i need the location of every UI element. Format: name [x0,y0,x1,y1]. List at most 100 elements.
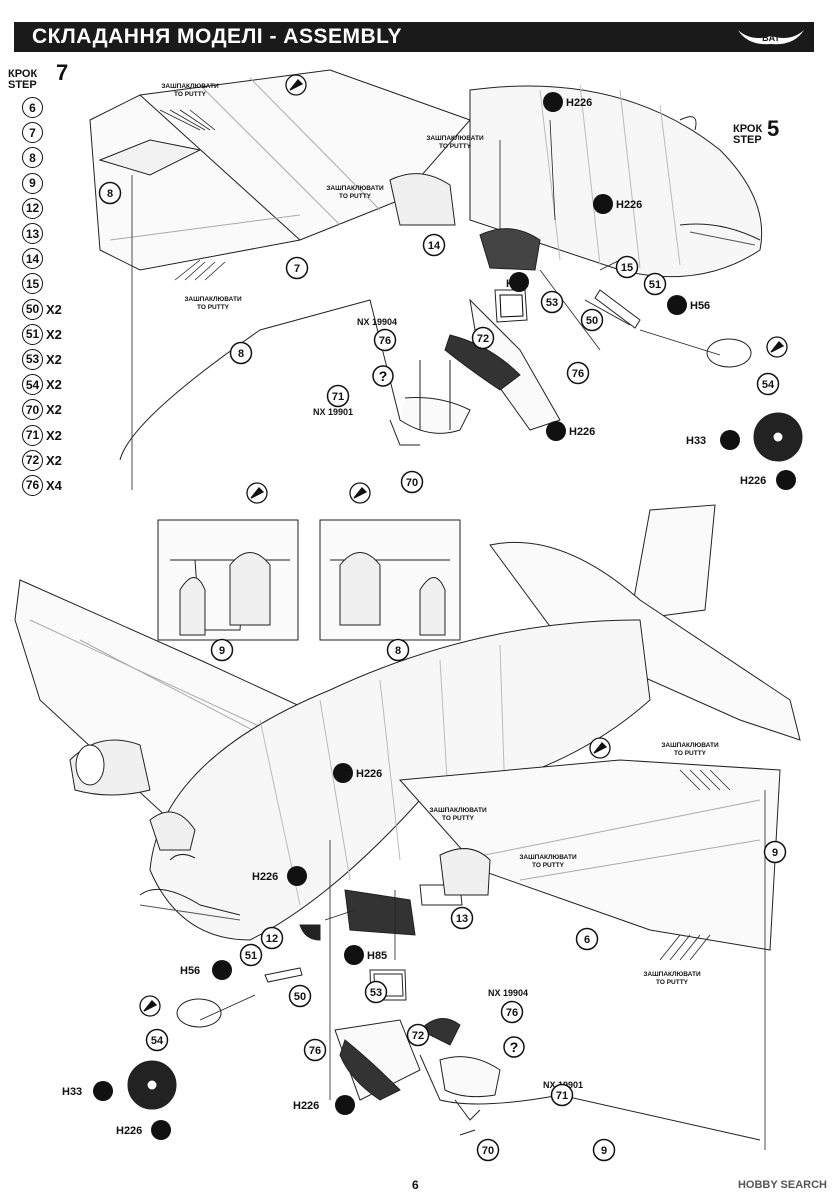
putty-label-ua: ЗАШПАКЛЮВАТИ [519,854,577,861]
part-callout: 76 [500,1000,524,1024]
putty-label-ua: ЗАШПАКЛЮВАТИ [429,807,487,814]
part-callout: 71 [326,384,350,408]
putty-label-en: TO PUTTY [439,143,472,150]
part-number-circle: 14 [22,248,43,270]
paint-markers: H226 H226 H85 H56 H226 H33 H226 H226 H22… [62,92,796,1140]
part-callout: 72 [406,1023,430,1047]
part-callout: 53 [540,290,564,314]
paint-h33: H33 [686,435,706,447]
part-callout: 7 [285,256,309,280]
putty-label-en: TO PUTTY [674,750,707,757]
part-callout-number: 76 [506,1007,518,1019]
part-callout-number: 71 [332,391,344,403]
part-callout: 70 [476,1138,500,1162]
part-number-circle: 53 [22,348,43,370]
decal-label-nx19904: NX 19904 [357,317,397,327]
paint-h226: H226 [356,768,382,780]
paint-h85: H85 [367,950,387,962]
putty-label-ua: ЗАШПАКЛЮВАТИ [661,742,719,749]
step-5-line2: STEP [733,134,762,146]
part-callout: 13 [450,906,474,930]
part-callout: 50 [580,308,604,332]
part-callout: 50 [288,984,312,1008]
putty-label-en: TO PUTTY [532,862,565,869]
part-callout-number: 51 [649,279,661,291]
paint-h33: H33 [62,1086,82,1098]
top-gear-doors [444,289,803,462]
part-callout: 76 [303,1038,327,1062]
parts-list-item: 12 [22,196,62,221]
part-callout-number: 53 [546,297,558,309]
part-number-circle: 50 [22,298,43,320]
part-number-circle: 9 [22,172,43,194]
top-gear-leg [119,299,471,461]
step-5-line1: КРОК [733,123,763,135]
paint-h226: H226 [566,97,592,109]
part-callout-number: 76 [309,1045,321,1057]
part-quantity: X2 [46,427,62,443]
part-callout-number: 9 [772,847,778,859]
putty-marks [159,109,731,961]
part-callout-number: 53 [370,987,382,999]
page-title: СКЛАДАННЯ МОДЕЛІ - ASSEMBLY [32,25,403,48]
question-mark: ? [379,368,388,384]
part-number-circle: 15 [22,273,43,295]
part-callout: 8 [98,181,122,205]
paint-h226: H226 [740,475,766,487]
part-callout: 12 [260,926,284,950]
part-number-circle: 6 [22,97,43,119]
part-callout-number: 14 [428,240,441,252]
top-wing-left [89,69,471,271]
putty-label-ua: ЗАШПАКЛЮВАТИ [326,185,384,192]
part-callout-number: 15 [621,262,633,274]
part-callout: 9 [592,1138,616,1162]
putty-label-ua: ЗАШПАКЛЮВАТИ [426,135,484,142]
part-callout: 51 [239,943,263,967]
part-callout-number: 9 [601,1145,607,1157]
part-callout-number: 50 [586,315,598,327]
bat-logo: BAT [738,30,804,45]
part-quantity: X4 [46,477,62,493]
logo-text: BAT [762,33,780,43]
part-number-circle: 12 [22,197,43,219]
part-callout: 54 [756,372,780,396]
part-number-circle: 54 [22,374,43,396]
putty-label-en: TO PUTTY [339,193,372,200]
paint-h85: H85 [506,278,526,290]
part-callout-number: 76 [379,335,391,347]
paint-h226: H226 [616,199,642,211]
part-number-circle: 51 [22,323,43,345]
part-callout-number: 8 [107,188,113,200]
gear-bay-detail-right [319,519,461,641]
part-callout-number: 8 [238,348,244,360]
part-callout: 51 [643,272,667,296]
part-number-circle: 8 [22,147,43,169]
part-callout: 9 [210,638,234,662]
paint-h226: H226 [293,1100,319,1112]
paint-h226: H226 [116,1125,142,1137]
top-fuselage-nose [469,84,763,278]
part-quantity: X2 [46,326,62,342]
parts-list-item: 6 [22,95,62,120]
paint-h56: H56 [690,300,710,312]
part-number-circle: 72 [22,449,43,471]
putty-label-en: TO PUTTY [197,304,230,311]
paint-h226: H226 [252,871,278,883]
page-number: 6 [412,1178,419,1192]
part-callout: 54 [145,1028,169,1052]
part-callout: 8 [229,341,253,365]
putty-labels: ЗАШПАКЛЮВАТИ TO PUTTY ЗАШПАКЛЮВАТИ TO PU… [161,83,719,986]
bottom-gear-parts [127,848,491,1110]
part-callout-number: 54 [151,1035,164,1047]
part-callout: 71 [550,1083,574,1107]
parts-list-item: 13 [22,221,62,246]
part-callout-number: 51 [245,950,257,962]
hobby-search-watermark: HOBBY SEARCH [737,1179,827,1191]
part-callout: 76 [373,328,397,352]
